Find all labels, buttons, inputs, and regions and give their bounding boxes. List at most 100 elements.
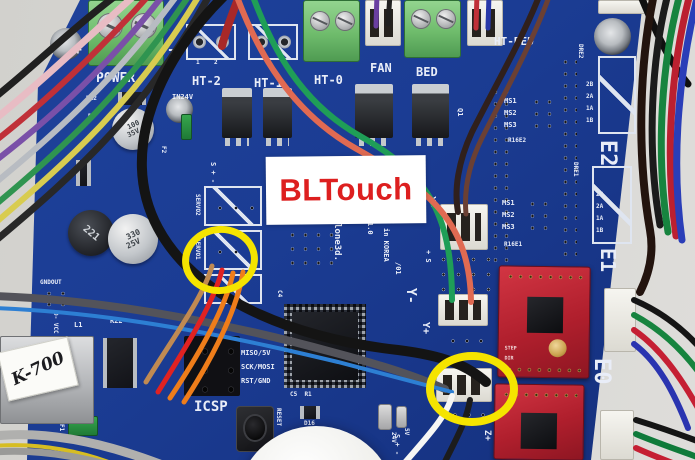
power-plus-mark: + — [74, 43, 82, 58]
e2-socket-outline — [598, 56, 636, 134]
ms3-label: MS3 — [504, 121, 517, 129]
r16e2-label: R16E2 — [508, 137, 527, 144]
x-minus-label: X- — [426, 196, 437, 209]
c4-label: C4 — [276, 290, 283, 298]
sck-label: SCK/MOSI — [241, 363, 275, 371]
rev-text: /01 — [394, 262, 402, 275]
e1-motor-connector — [604, 288, 636, 352]
e1-socket-outline — [592, 166, 632, 244]
x-endstop-connector — [440, 204, 488, 250]
x-plus-pad-grid — [436, 252, 498, 298]
pad — [278, 35, 291, 49]
l1-label: L1 — [74, 321, 83, 329]
e1-motor-wire-black — [631, 297, 695, 348]
icsp-label: ICSP — [194, 399, 228, 415]
z-endstop-highlight-circle — [426, 352, 518, 426]
tantalum-cap — [378, 404, 392, 430]
dre2-label: DRE2 — [577, 44, 584, 59]
screw-icon — [436, 9, 456, 29]
f2-label: F2 — [160, 146, 167, 154]
ht0-label: HT-0 — [314, 73, 343, 87]
z-plus-label: Z+ — [482, 430, 492, 441]
screw-icon — [310, 11, 330, 31]
r16e1-label: R16E1 — [504, 241, 523, 248]
driver-pins — [505, 271, 584, 283]
ht0-terminal — [303, 0, 360, 62]
f1-label: F1 — [58, 424, 65, 432]
fuse-led — [181, 114, 192, 140]
transistor — [76, 160, 91, 186]
coil-label: 1B — [586, 117, 594, 124]
servo2-footprint — [204, 186, 262, 226]
mosfet — [222, 88, 252, 146]
motor-bundle-brown — [636, 0, 657, 296]
r22-label: R22 — [110, 317, 123, 325]
rst-label: RST/GND — [241, 377, 271, 385]
driver-chip — [526, 296, 564, 334]
connector-slots — [446, 212, 482, 242]
y-plus-pads — [446, 334, 488, 352]
usb-interface-chip — [103, 338, 137, 388]
step-label: STEP — [504, 345, 517, 352]
motor-bundle-red — [666, 0, 693, 240]
in24v-label: IN24V — [172, 93, 194, 101]
motor-bundle-green — [657, 0, 683, 236]
diode — [118, 92, 146, 105]
ht1-footprint — [248, 24, 298, 60]
driver-pin-holes — [560, 56, 577, 256]
e0-motor-connector — [600, 410, 634, 460]
reset-label: RESET — [275, 408, 282, 427]
ms-jumper-pads — [526, 198, 552, 234]
bltouch-text: BLTouch — [279, 171, 413, 208]
ms1-label: MS1 — [502, 199, 515, 207]
trimpot[interactable] — [548, 339, 567, 358]
e1-motor-wire-blue — [631, 341, 691, 431]
screw-hole-top-right — [594, 18, 631, 55]
fan-connector — [365, 0, 401, 46]
e1-motor-wire-green — [631, 312, 695, 373]
v24-label: 24V — [390, 432, 397, 443]
capacitor-330uf: 330 25V — [108, 214, 158, 264]
bltouch-annotation-label: BLTouch — [265, 155, 427, 225]
icsp-header — [184, 336, 240, 396]
ms-jumper-pads — [530, 96, 556, 132]
power-label: POWER — [96, 71, 136, 86]
coil-label: 2A — [586, 93, 594, 100]
tantalum-cap — [396, 406, 407, 428]
pad — [193, 35, 206, 49]
d12-label: D12 — [86, 95, 97, 102]
aux-connector-top-right — [598, 0, 653, 14]
usb-tag-text: K-700 — [8, 348, 68, 390]
motor-bundle-black — [648, 0, 671, 229]
bed-terminal — [404, 0, 461, 58]
dre1-label: DRE1 — [572, 162, 579, 177]
pad — [216, 35, 229, 49]
gndout-pads — [42, 288, 74, 310]
miso-label: MISO/5V — [241, 349, 271, 357]
bed-label: BED — [416, 65, 438, 79]
connector-slots — [444, 300, 482, 320]
y-plus-label: Y+ — [420, 322, 431, 335]
screw-icon — [335, 11, 355, 31]
y-minus-label: Y- — [403, 288, 418, 304]
ms1-label: MS1 — [504, 97, 517, 105]
motor-bundle-blue — [673, 0, 695, 244]
mcu-body — [292, 312, 358, 380]
mosfet — [263, 88, 292, 146]
y-endstop-connector — [438, 294, 488, 326]
screw-icon — [131, 13, 157, 39]
ht2-pin-numbers: 1 2 — [196, 59, 218, 66]
e0-motor-wire-black — [633, 417, 695, 444]
e2-label: E2 — [595, 140, 620, 167]
inductor-marking: 221 — [80, 222, 102, 244]
c5-r1-label: C5 R1 — [290, 391, 312, 398]
mcu-chip — [284, 304, 366, 388]
d4-label: D4 — [88, 113, 96, 120]
e0-motor-wire-red — [633, 445, 674, 460]
capacitor-100uf: 100 35V — [112, 108, 154, 150]
version-text: 1.0 — [366, 222, 374, 235]
mosfet — [355, 84, 393, 146]
inductor-221: 221 — [68, 210, 114, 256]
e1-label: E1 — [596, 248, 620, 273]
plus-s-mark: + S — [424, 250, 432, 263]
